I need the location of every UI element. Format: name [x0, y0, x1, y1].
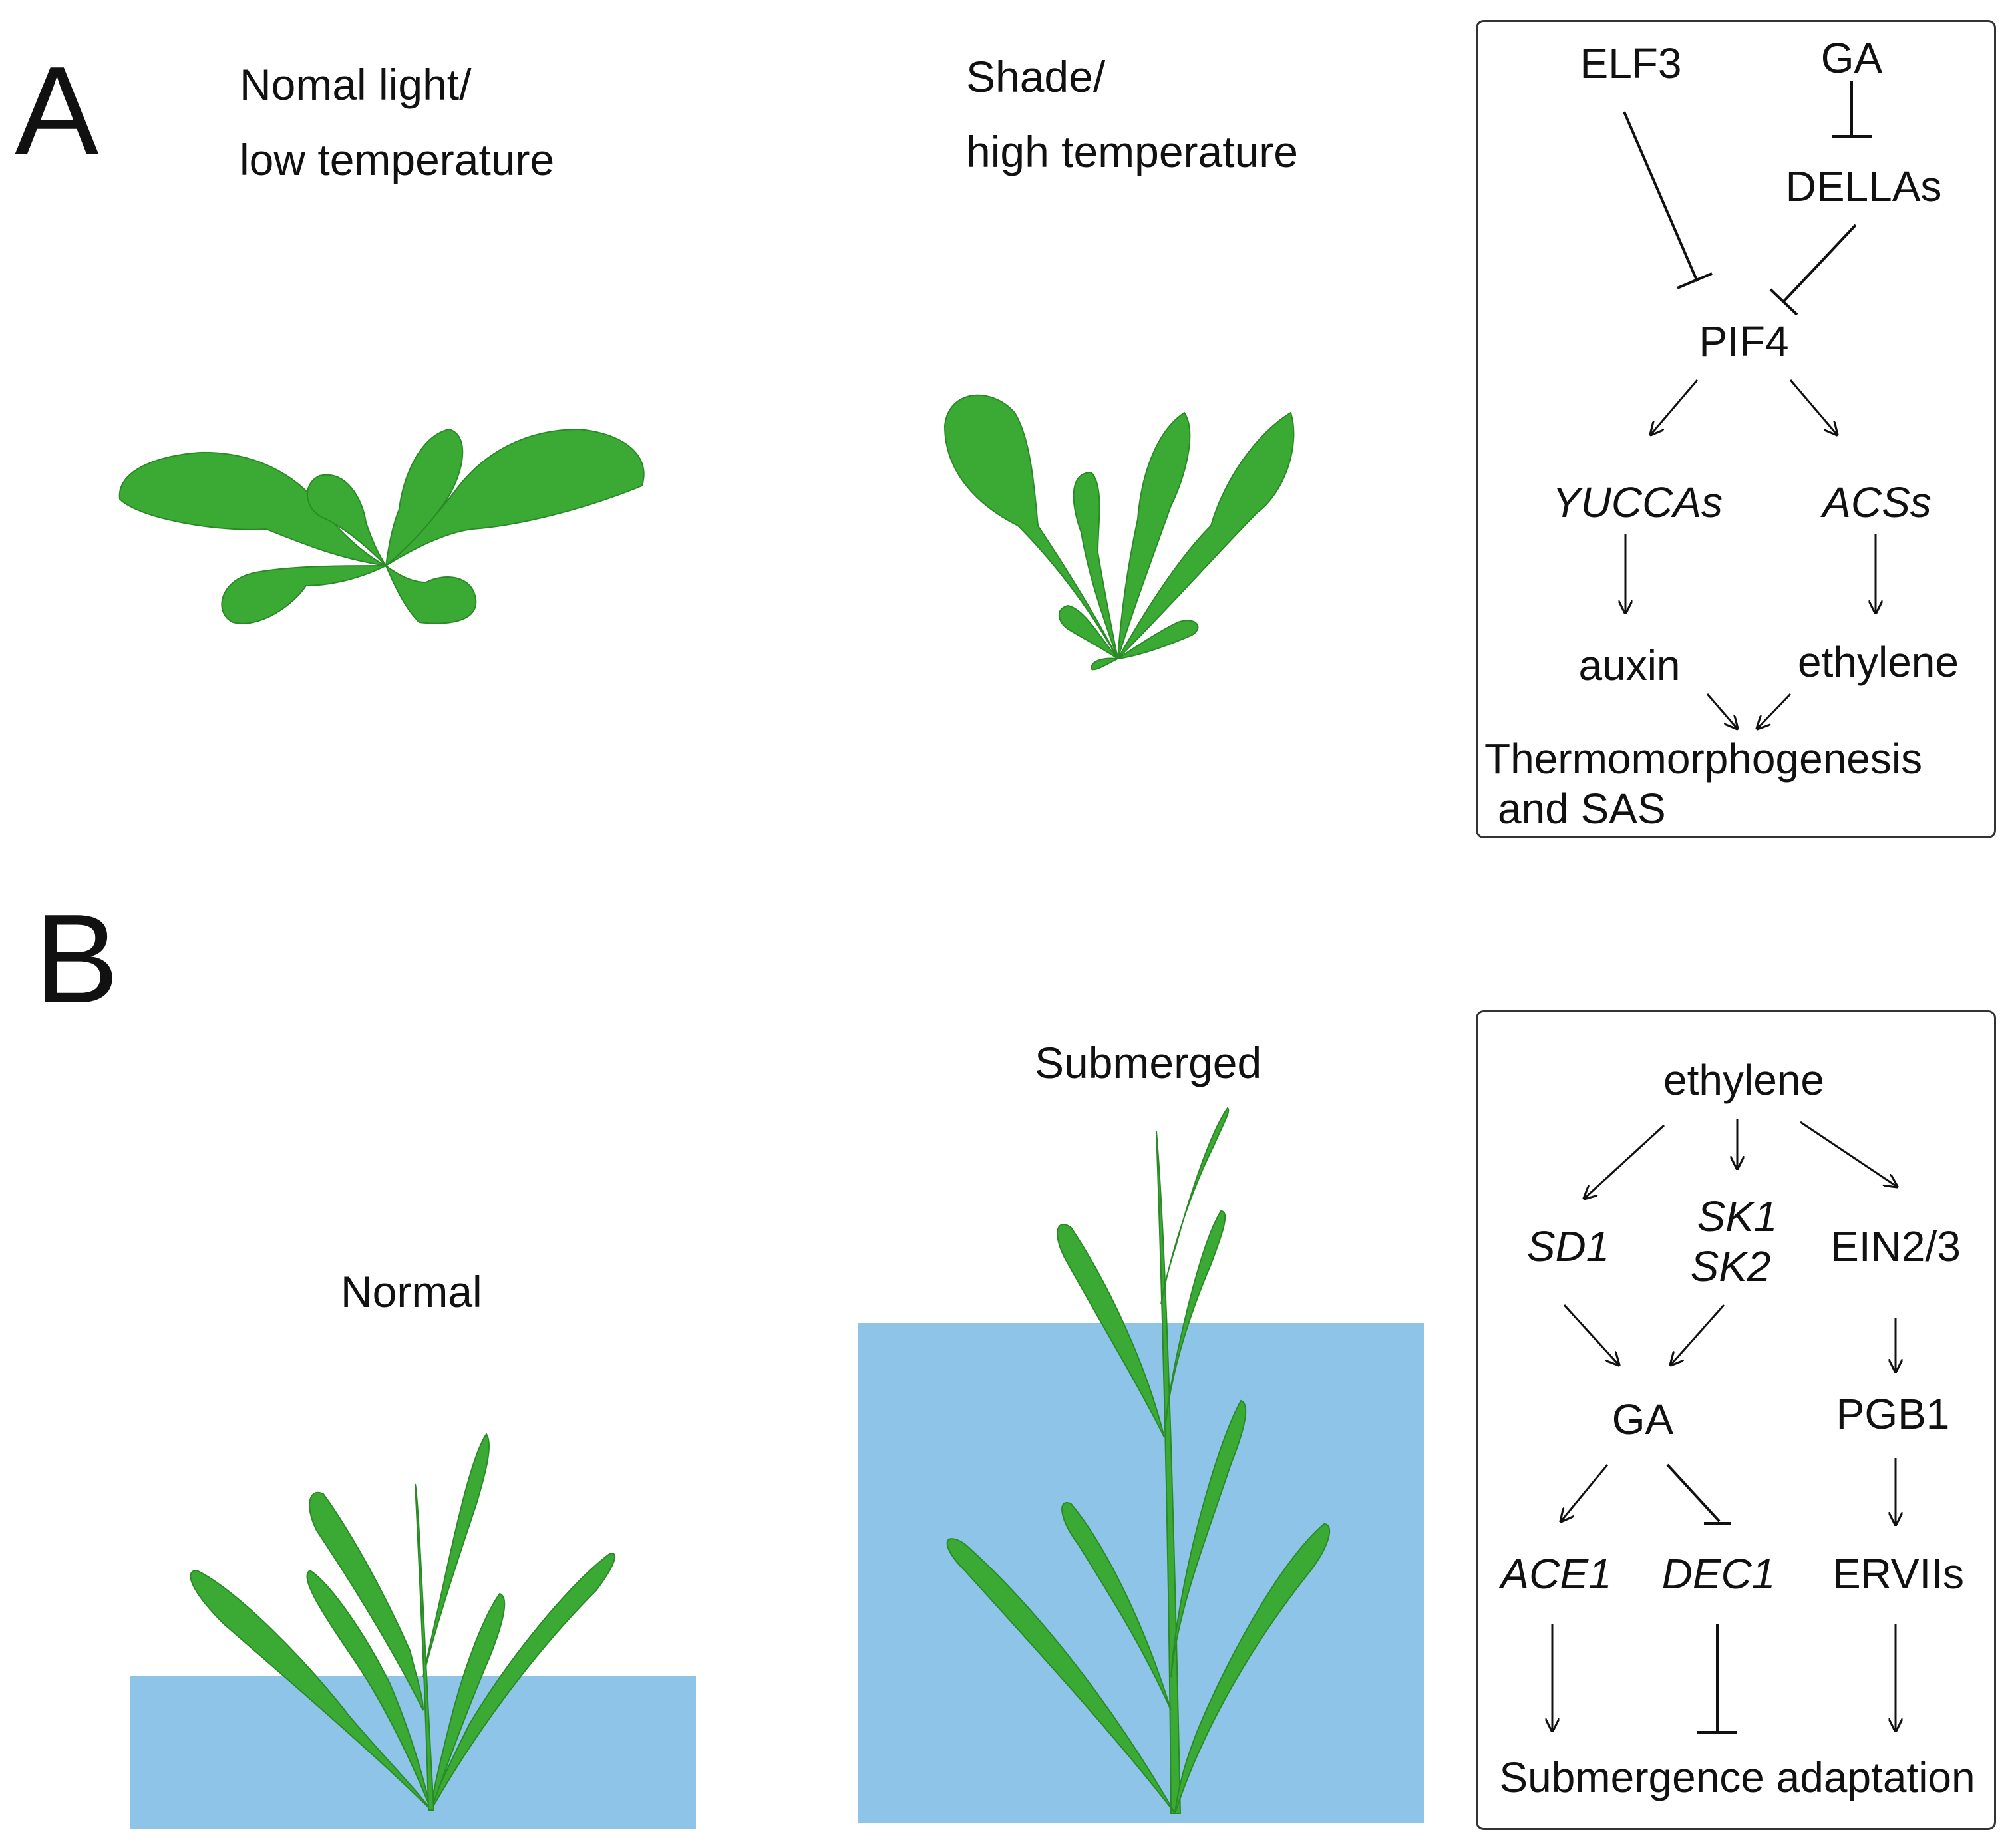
- normal-leaf-right-far: [430, 1553, 616, 1811]
- pathway-box-b: ethylene SD1 SK1 SK2 EIN2/3 GA PGB1 ACE1…: [1476, 1010, 1996, 1830]
- normal-label: Normal: [341, 1267, 482, 1316]
- elf3-inhibits-pif4: [1623, 111, 1699, 282]
- shade-leaf-small-right: [1117, 620, 1199, 659]
- node-submergence-adaptation: Submergence adaptation: [1499, 1753, 1975, 1801]
- node-ethylene-b: ethylene: [1663, 1056, 1824, 1104]
- auxin-to-outcome-arrow: [1706, 693, 1737, 729]
- dellas-inhibits-pif4: [1782, 224, 1857, 303]
- submerged-label: Submerged: [1035, 1038, 1262, 1087]
- shade-leaf-left: [1073, 471, 1118, 659]
- node-sk2: SK2: [1690, 1242, 1771, 1290]
- sub-leaf-mid-right: [1170, 1399, 1247, 1678]
- node-sk1: SK1: [1697, 1193, 1778, 1240]
- node-pif4: PIF4: [1699, 317, 1789, 365]
- node-pgb1: PGB1: [1836, 1390, 1950, 1438]
- normal-rice-plant: [190, 1433, 616, 1811]
- rosette-leaf-upper-left: [307, 474, 387, 566]
- node-acss: ACSs: [1822, 478, 1932, 526]
- node-and-sas: and SAS: [1498, 785, 1666, 832]
- rosette-leaf-lower-right: [384, 563, 477, 624]
- sk-to-ga-arrow: [1671, 1304, 1725, 1365]
- normal-stem: [415, 1483, 435, 1811]
- rosette-normal-plant: [118, 428, 645, 624]
- node-yuccas: YUCCAs: [1552, 478, 1723, 526]
- elongated-shade-plant: [943, 394, 1295, 671]
- panel-b-label: B: [35, 888, 119, 1029]
- pathway-a-arrows: [1478, 81, 1994, 836]
- node-sd1: SD1: [1526, 1222, 1610, 1270]
- normal-leaf-top-right: [422, 1433, 490, 1678]
- node-ace1: ACE1: [1500, 1550, 1612, 1598]
- node-thermomorphogenesis: Thermomorphogenesis: [1484, 735, 1923, 783]
- panel-a-label: A: [15, 41, 99, 182]
- water-deep: [858, 1323, 1424, 1823]
- normal-light-line2: low temperature: [240, 134, 555, 184]
- normal-leaf-far-left: [190, 1569, 432, 1811]
- shade-label: Shade/ high temperature: [966, 49, 1298, 179]
- node-dec1: DEC1: [1661, 1550, 1776, 1598]
- normal-leaf-right: [430, 1592, 506, 1811]
- shade-line2: high temperature: [966, 126, 1298, 176]
- pif4-to-yuccas-arrow: [1651, 379, 1699, 435]
- pathway-b-arrows: [1478, 1119, 1994, 1734]
- node-ein: EIN2/3: [1830, 1222, 1961, 1270]
- node-auxin: auxin: [1578, 642, 1681, 689]
- shade-leaf-small-left: [1058, 604, 1118, 659]
- ga-to-ace1-arrow: [1561, 1464, 1609, 1521]
- normal-light-line1: Nomal light/: [240, 60, 472, 109]
- pathway-box-a: ELF3 GA DELLAs PIF4 YUCCAs ACSs auxin et…: [1476, 20, 1996, 838]
- dellas-inhibit-bar: [1769, 288, 1798, 316]
- normal-leaf-left: [306, 1569, 432, 1811]
- sd1-to-ga-arrow: [1563, 1304, 1619, 1365]
- elf3-inhibit-bar: [1677, 272, 1713, 289]
- sub-leaf-lower-left: [1061, 1502, 1172, 1711]
- pif4-to-acss-arrow: [1789, 379, 1837, 435]
- node-elf3: ELF3: [1580, 39, 1682, 87]
- submerged-rice-plant: [946, 1107, 1331, 1814]
- sub-leaf-bottom-left: [946, 1538, 1176, 1814]
- shade-leaf-bottom: [1090, 657, 1120, 671]
- rosette-leaf-right-large: [385, 428, 645, 566]
- ethylene-to-ein-arrow: [1800, 1121, 1897, 1187]
- node-ervii: ERVIIs: [1832, 1550, 1964, 1598]
- ethylene-to-sd1-arrow: [1584, 1124, 1665, 1199]
- ga-inhibits-dec1: [1666, 1463, 1721, 1523]
- shade-line1: Shade/: [966, 52, 1106, 101]
- sub-leaf-bottom-right: [1174, 1523, 1331, 1814]
- node-ga-b: GA: [1611, 1395, 1674, 1443]
- normal-light-label: Nomal light/ low temperature: [240, 57, 554, 187]
- node-dellas: DELLAs: [1785, 162, 1942, 210]
- sub-leaf-upper-right: [1165, 1210, 1226, 1425]
- node-ga-a: GA: [1820, 34, 1883, 82]
- sub-leaf-upper-left: [1057, 1224, 1165, 1438]
- rosette-leaf-lower-left: [221, 565, 387, 624]
- sub-stem: [1156, 1131, 1182, 1814]
- rosette-leaf-upper-mid: [385, 428, 464, 568]
- ethylene-to-outcome-arrow: [1757, 693, 1792, 729]
- normal-leaf-upper-left: [309, 1492, 424, 1711]
- shade-leaf-far-left: [943, 394, 1118, 659]
- node-ethylene-a: ethylene: [1798, 638, 1959, 686]
- shade-leaf-mid: [1117, 411, 1191, 659]
- shade-leaf-right: [1117, 411, 1295, 659]
- sub-leaf-top-right: [1160, 1107, 1230, 1305]
